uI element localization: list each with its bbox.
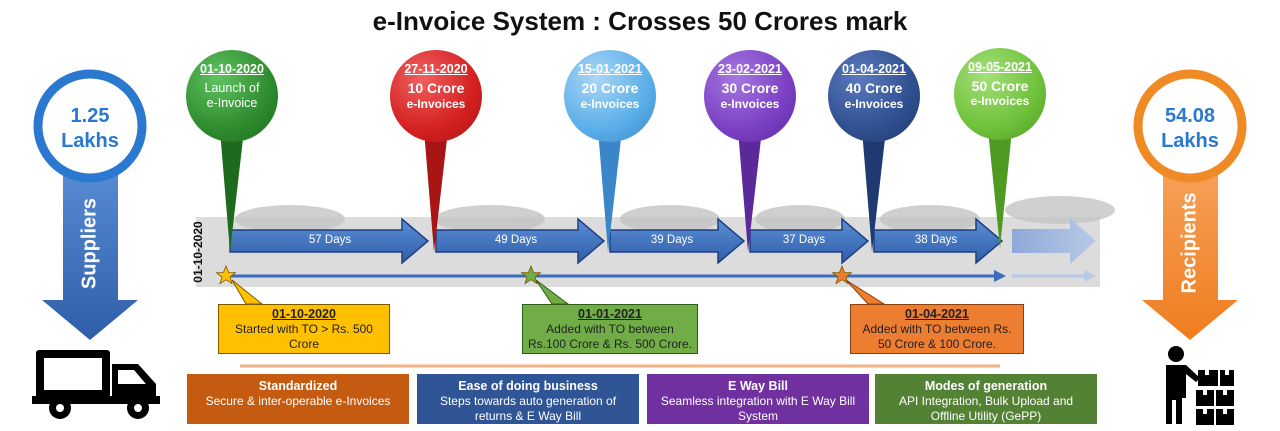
recipients-ring xyxy=(1133,69,1247,183)
interval-arrow-4 xyxy=(749,217,870,265)
recipients-label: Recipients xyxy=(1178,192,1201,294)
feature-box-e-way-bill: E Way Bill Seamless integration with E W… xyxy=(647,374,869,424)
threshold-callout-2: 01-01-2021 Added with TO between Rs.100 … xyxy=(522,304,698,354)
star-marker-2 xyxy=(520,264,542,285)
interval-arrow-5 xyxy=(873,217,1004,265)
recipients-count: 54.08 Lakhs xyxy=(1161,105,1219,152)
delivery-truck-icon xyxy=(32,350,160,419)
milestone-pin-2: 27-11-2020 10 Crore e-Invoices xyxy=(390,50,482,142)
threshold-callout-3: 01-04-2021 Added with TO between Rs. 50 … xyxy=(850,304,1024,354)
interval-arrow-2 xyxy=(435,217,606,265)
page-title: e-Invoice System : Crosses 50 Crores mar… xyxy=(372,6,908,36)
feature-box-modes-of-generation: Modes of generation API Integration, Bul… xyxy=(875,374,1097,424)
milestone-pin-4: 23-02-2021 30 Crore e-Invoices xyxy=(704,50,796,142)
timeline-start-date: 01-10-2020 xyxy=(191,221,205,283)
suppliers-arrow xyxy=(42,155,138,340)
milestone-pin-1: 01-10-2020 Launch of e-Invoice xyxy=(186,50,278,142)
feature-box-ease-of-business: Ease of doing business Steps towards aut… xyxy=(417,374,639,424)
person-with-boxes-icon xyxy=(1166,346,1234,425)
star-marker-1 xyxy=(215,264,237,285)
suppliers-ring xyxy=(33,69,147,183)
feature-box-standardized: Standardized Secure & inter-operable e-I… xyxy=(187,374,409,424)
suppliers-label: Suppliers xyxy=(78,197,101,290)
suppliers-count: 1.25 Lakhs xyxy=(61,105,119,152)
interval-label-4: 37 Days xyxy=(782,234,826,246)
milestone-pin-5: 01-04-2021 40 Crore e-Invoices xyxy=(828,50,920,142)
milestone-pin-3: 15-01-2021 20 Crore e-Invoices xyxy=(564,50,656,142)
pin-tails xyxy=(220,130,1012,252)
milestone-pin-6: 09-05-2021 50 Crore e-Invoices xyxy=(954,48,1046,140)
future-arrow xyxy=(1012,218,1096,264)
interval-label-3: 39 Days xyxy=(650,234,694,246)
interval-arrow-3 xyxy=(609,217,746,265)
recipients-arrow xyxy=(1142,155,1238,340)
interval-label-1: 57 Days xyxy=(308,234,352,246)
interval-label-2: 49 Days xyxy=(494,234,538,246)
interval-arrow-1 xyxy=(229,217,430,265)
star-marker-3 xyxy=(831,264,853,285)
threshold-callout-1: 01-10-2020 Started with TO > Rs. 500 Cro… xyxy=(218,304,390,354)
interval-label-5: 38 Days xyxy=(914,234,958,246)
